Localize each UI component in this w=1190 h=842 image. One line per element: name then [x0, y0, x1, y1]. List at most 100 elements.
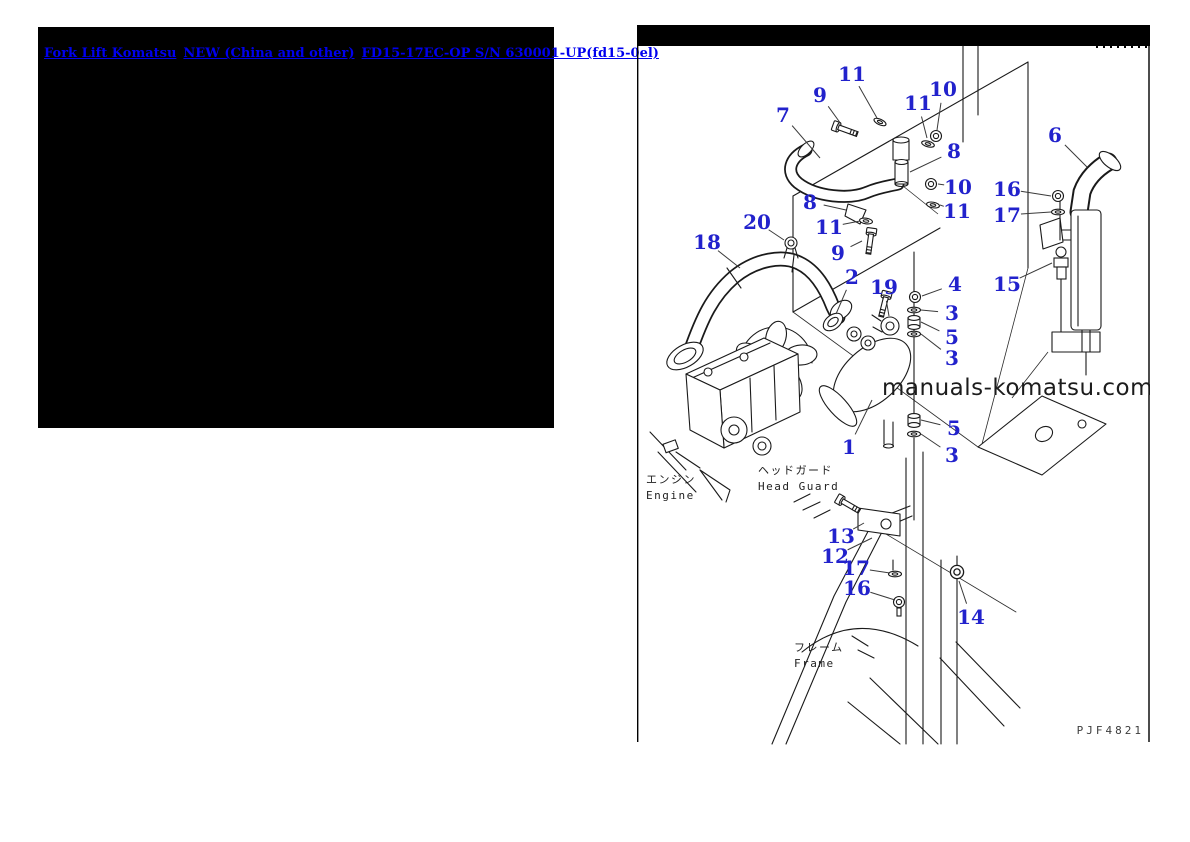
callout-leader-line — [920, 419, 941, 426]
nut-icon — [924, 177, 938, 191]
callout-number-2: 2 — [845, 265, 859, 289]
callout-number-7: 7 — [776, 103, 790, 127]
callout-leader-line — [869, 569, 891, 574]
callout-number-10: 10 — [944, 175, 972, 199]
callout-number-20: 20 — [743, 210, 771, 234]
parts-diagram-panel: manuals-komatsu.com エンジン Engine ヘッドガード Head… — [637, 25, 1150, 745]
callout-leader-line — [852, 522, 865, 530]
callout-leader-line — [920, 309, 939, 313]
nut-icon — [1051, 189, 1065, 203]
label-layer: エンジン Engine ヘッドガード Head Guard フレーム Frame — [646, 464, 844, 670]
callout-leader-line — [717, 250, 741, 269]
callout-number-15: 15 — [993, 272, 1021, 296]
part-label-en: Engine — [646, 489, 695, 502]
muffler-1 — [818, 326, 912, 449]
breadcrumb-link-model[interactable]: FD15-17EC-OP S/N 630001-UP(fd15-0el) — [361, 46, 659, 61]
breadcrumb-link-category[interactable]: Fork Lift Komatsu — [44, 46, 177, 61]
callout-leader-line — [920, 433, 941, 448]
nut-icon — [949, 564, 965, 580]
callout-number-11: 11 — [815, 215, 843, 239]
nut-icon — [908, 290, 922, 304]
callout-number-14: 14 — [957, 605, 985, 629]
pipe-assembly-7 — [784, 136, 939, 225]
figure-code: PJF4821 — [1077, 724, 1144, 737]
washer-icon — [906, 430, 922, 438]
washer-icon — [872, 116, 888, 128]
part-label-jp: エンジン — [646, 473, 696, 486]
part-label-jp: フレーム — [794, 641, 844, 654]
callout-leader-line — [936, 102, 942, 131]
washer-icon — [887, 570, 903, 578]
callout-leader-line — [854, 399, 873, 435]
left-black-panel: Fork Lift Komatsu NEW (China and other) FD… — [38, 27, 659, 428]
callout-leader-line — [921, 288, 943, 297]
part-label-en: Head Guard — [758, 480, 839, 493]
callout-leader-line — [920, 333, 942, 350]
callout-number-11: 11 — [904, 91, 932, 115]
nut-icon — [892, 595, 906, 609]
spacer-icon — [907, 315, 921, 330]
part-label-en: Frame — [794, 657, 835, 670]
callout-leader-line — [847, 537, 873, 551]
exhaust-pipe-18 — [666, 251, 853, 371]
callout-leader-line — [870, 591, 896, 601]
callout-number-3: 3 — [945, 301, 959, 325]
watermark-text: manuals-komatsu.com — [882, 375, 1150, 401]
callout-leader-line — [842, 220, 861, 225]
callout-leader-line — [1064, 144, 1088, 168]
callout-number-5: 5 — [947, 416, 961, 440]
callout-number-16: 16 — [843, 576, 871, 600]
callout-leader-line — [835, 289, 847, 315]
washer-icon — [858, 216, 874, 226]
callout-leader-line — [939, 204, 944, 207]
hardware-layer — [830, 116, 1066, 617]
callout-leader-line — [909, 156, 942, 173]
panel-borders — [637, 25, 1150, 742]
stud-icon — [896, 607, 902, 617]
engine-sketch — [649, 320, 818, 503]
callout-number-1: 1 — [842, 435, 856, 459]
callout-leader-line — [937, 183, 945, 186]
callout-number-13: 13 — [827, 524, 855, 548]
callout-number-10: 10 — [929, 77, 957, 101]
callout-number-3: 3 — [945, 346, 959, 370]
callout-leader-line — [768, 229, 785, 241]
callout-leader-line — [823, 204, 847, 211]
bolt-icon — [862, 226, 878, 256]
callout-leader-line — [1020, 190, 1052, 197]
callout-leader-line — [1019, 262, 1053, 279]
nut-icon — [929, 129, 943, 143]
callout-number-9: 9 — [831, 241, 845, 265]
callout-leader-line — [1020, 211, 1052, 215]
frame-sketch — [771, 451, 1021, 745]
callout-number-5: 5 — [945, 325, 959, 349]
tail-pipe-assembly — [1011, 150, 1122, 399]
callout-number-18: 18 — [693, 230, 721, 254]
callout-number-9: 9 — [813, 83, 827, 107]
washer-icon — [1050, 208, 1066, 216]
callout-leader-line — [958, 580, 968, 604]
breadcrumb-link-region[interactable]: NEW (China and other) — [183, 46, 355, 61]
mounting-plate — [977, 395, 1107, 476]
callout-leader-line — [850, 240, 863, 248]
callout-number-19: 19 — [870, 275, 898, 299]
callout-number-11: 11 — [838, 62, 866, 86]
part-label-jp: ヘッドガード — [758, 464, 833, 477]
bolt-icon — [833, 493, 863, 516]
callout-leader-line — [921, 116, 928, 139]
clamp-20 — [783, 236, 799, 259]
callout-number-12: 12 — [821, 544, 849, 568]
callout-leader-line — [858, 85, 878, 119]
breadcrumb: Fork Lift Komatsu NEW (China and other) FD… — [44, 44, 666, 62]
parts-diagram: manuals-komatsu.com エンジン Engine ヘッドガード Head… — [637, 25, 1150, 745]
callout-number-17: 17 — [842, 556, 870, 580]
callout-number-3: 3 — [945, 443, 959, 467]
washer-icon — [906, 330, 922, 338]
top-black-bar — [637, 25, 1150, 48]
spacer-icon — [907, 413, 921, 428]
callout-number-8: 8 — [803, 190, 817, 214]
callout-leader-line — [920, 321, 940, 332]
callout-leader-line — [827, 106, 842, 125]
